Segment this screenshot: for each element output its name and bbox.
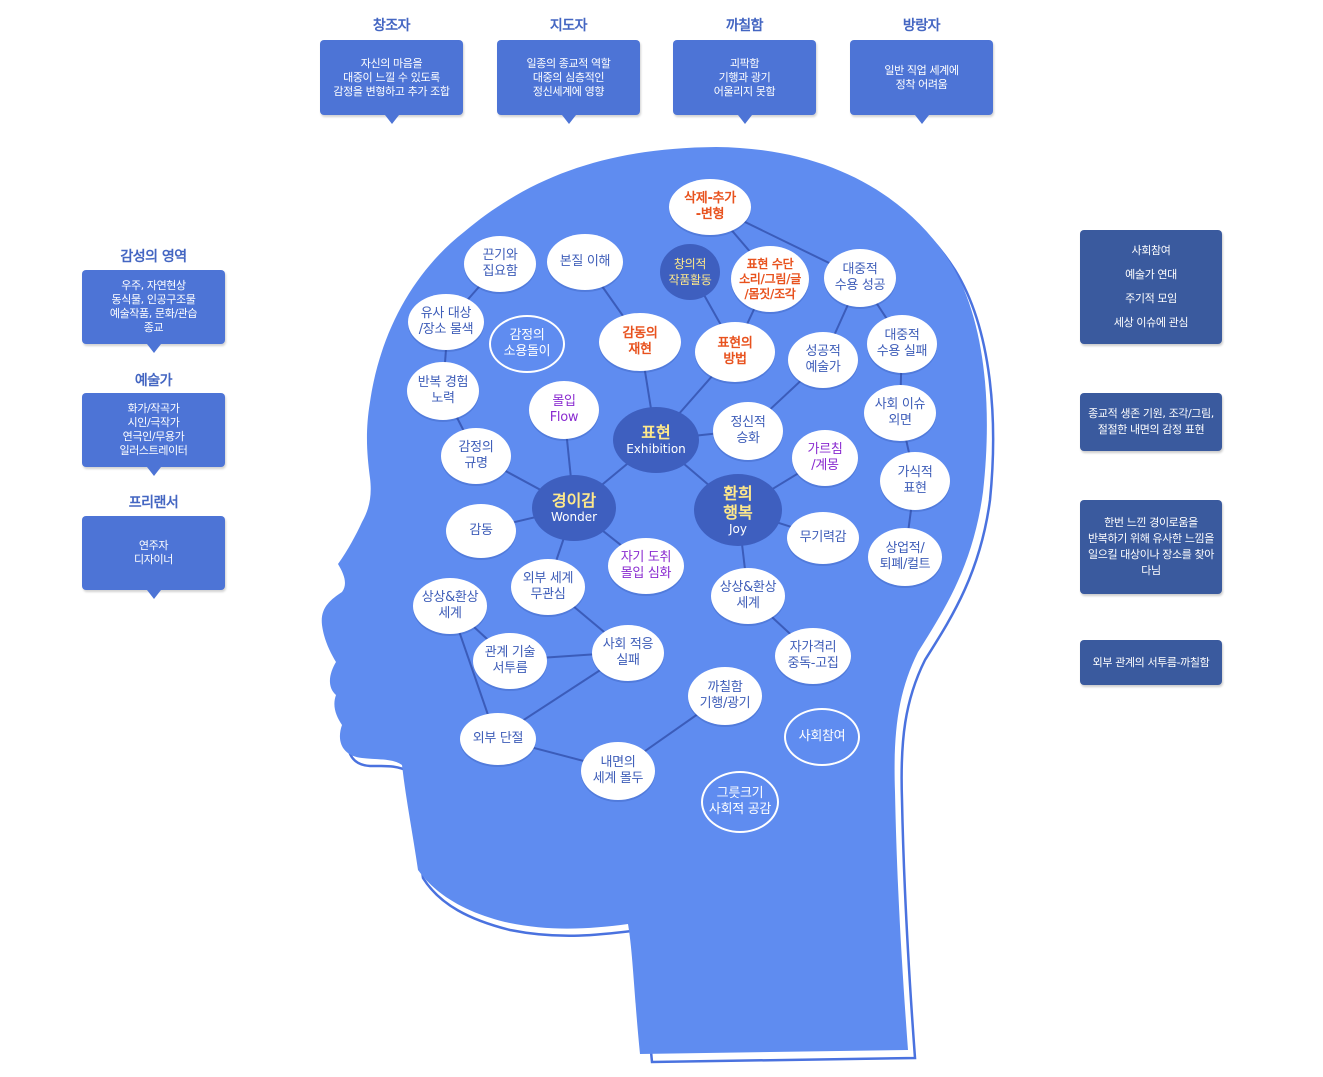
node-self: 자기 도취 몰입 심화 <box>608 538 684 594</box>
hub-exhibition-en: Exhibition <box>626 442 686 456</box>
node-teach: 가르침 /계몽 <box>792 430 858 486</box>
left-title-artist: 예술가 <box>134 373 173 389</box>
top-box-wanderer: 일반 직업 세계에 정착 어려움 <box>850 40 993 115</box>
top-title-creator: 창조자 <box>372 18 411 34</box>
node-method: 표현의 방법 <box>695 322 775 382</box>
hub-wonder-ko: 경이감 <box>551 491 597 510</box>
node-define: 감정의 규명 <box>441 428 511 484</box>
node-lethargy: 무기력감 <box>787 512 859 564</box>
top-title-leader: 지도자 <box>549 18 588 34</box>
node-del-add: 삭제-추가 -변형 <box>669 179 751 235</box>
node-imag-left: 상상&환상 세계 <box>413 578 487 634</box>
node-inner: 내면의 세계 몰두 <box>581 742 655 800</box>
hub-joy: 환희 행복 Joy <box>694 474 782 546</box>
left-title-freelancer: 프리랜서 <box>128 495 179 511</box>
node-reproduce: 감동의 재현 <box>599 313 681 371</box>
hub-wonder: 경이감 Wonder <box>532 475 616 541</box>
hub-exhibition: 표현 Exhibition <box>613 407 699 473</box>
left-box-emotion: 우주, 자연현상 동식물, 인공구조물 예술작품, 문화/관습 종교 <box>82 270 225 344</box>
node-rough: 까칠함 기행/광기 <box>688 667 762 725</box>
node-similar: 유사 대상 /장소 물색 <box>408 294 484 350</box>
hub-joy-en: Joy <box>729 521 747 536</box>
node-visual: 가식적 표현 <box>880 452 950 510</box>
node-adapt: 사회 적응 실패 <box>592 625 664 681</box>
node-moved: 감동 <box>446 504 516 558</box>
top-box-creator: 자신의 마음을 대중이 느낄 수 있도록 감정을 변형하고 추가 조합 <box>320 40 463 115</box>
node-sublime: 정신적 승화 <box>713 402 783 460</box>
node-popular-fail: 대중적 수용 실패 <box>867 315 937 373</box>
node-success-artist: 성공적 예술가 <box>788 332 858 388</box>
left-box-freelancer: 연주자 디자이너 <box>82 516 225 590</box>
node-participation: 사회참여 <box>784 708 860 766</box>
node-empathy: 그릇크기 사회적 공감 <box>701 771 779 833</box>
node-essence: 본질 이해 <box>547 234 623 290</box>
node-grit: 끈기와 집요함 <box>464 236 536 292</box>
node-repeat: 반복 경험 노력 <box>407 362 479 420</box>
node-flow: 몰입 Flow <box>529 381 599 439</box>
top-title-rough: 까칠함 <box>725 18 764 34</box>
top-title-wanderer: 방랑자 <box>902 18 941 34</box>
hub-exhibition-ko: 표현 <box>641 423 671 442</box>
node-creative: 창의적 작품활동 <box>660 244 720 300</box>
node-whirl: 감정의 소용돌이 <box>489 315 565 373</box>
top-box-rough: 괴팍함 기행과 광기 어울리지 못함 <box>673 40 816 115</box>
node-imag-right: 상상&환상 세계 <box>711 568 785 624</box>
node-disconnect: 외부 단절 <box>460 713 536 765</box>
node-social-issue: 사회 이슈 외면 <box>864 385 936 441</box>
node-means: 표현 수단 소리/그림/글 /몸짓/조각 <box>731 246 809 312</box>
node-popular-success: 대중적 수용 성공 <box>824 249 896 307</box>
right-box-relations: 외부 관계의 서투름-까칠함 <box>1080 640 1222 685</box>
node-relation: 관계 기술 서투름 <box>473 633 547 689</box>
left-box-artist: 화가/작곡가 시인/극작가 연극인/무용가 일러스트레이터 <box>82 393 225 467</box>
right-box-religious: 종교적 생존 기원, 조각/그림, 절절한 내면의 감정 표현 <box>1080 393 1222 451</box>
left-title-emotion: 감성의 영역 <box>120 249 187 265</box>
node-isolate: 자가격리 중독-고집 <box>775 628 851 684</box>
top-box-leader: 일종의 종교적 역할 대중의 심층적인 정신세계에 영향 <box>497 40 640 115</box>
node-commercial: 상업적/ 퇴폐/컬트 <box>868 528 942 586</box>
right-box-repeat: 한번 느낀 경이로움을 반복하기 위해 유사한 느낌을 일으킬 대상이나 장소를… <box>1080 500 1222 594</box>
hub-joy-ko: 환희 행복 <box>723 483 753 522</box>
right-box-participation: 사회참여 예술가 연대 주기적 모임 세상 이슈에 관심 <box>1080 230 1222 344</box>
hub-wonder-en: Wonder <box>550 510 598 524</box>
node-outside: 외부 세계 무관심 <box>511 559 585 615</box>
